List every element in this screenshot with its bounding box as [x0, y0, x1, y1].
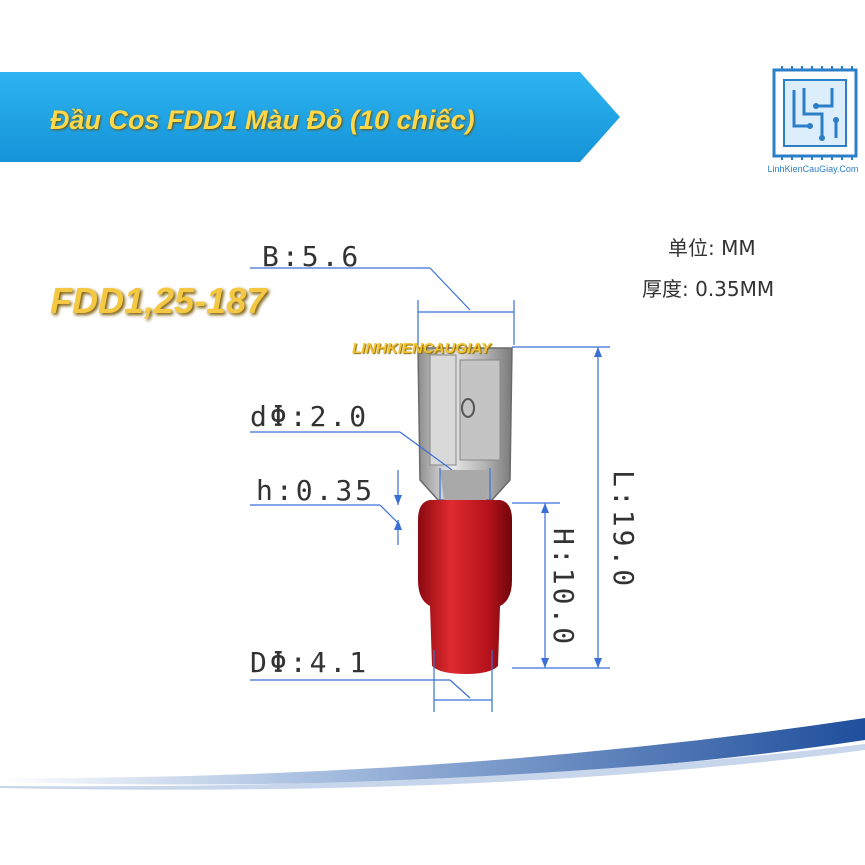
dim-d-outer-label: DΦ:4.1	[250, 646, 370, 679]
chip-logo-icon	[772, 66, 858, 160]
metal-receptacle	[417, 347, 513, 501]
dim-b-label: B:5.6	[262, 240, 362, 273]
dim-length-label: L:19.0	[607, 470, 640, 590]
unit-label: 单位: MM	[668, 236, 756, 260]
dim-height-label: H:10.0	[547, 528, 580, 648]
model-name: FDD1,25-187	[50, 280, 267, 321]
page-title: Đầu Cos FDD1 Màu Đỏ (10 chiếc)	[50, 105, 475, 135]
thickness-label: 厚度: 0.35MM	[642, 277, 775, 301]
header-banner	[0, 72, 620, 162]
bottom-swoosh-decoration	[0, 718, 865, 790]
logo-text: LinhKienCauGiay.Com	[767, 164, 859, 174]
red-insulation-sleeve	[418, 500, 512, 674]
dim-d-inner-label: dΦ:2.0	[250, 400, 370, 433]
dim-h-thickness-label: h:0.35	[256, 474, 376, 507]
watermark: LINHKIENCAUGIAY	[352, 340, 491, 357]
